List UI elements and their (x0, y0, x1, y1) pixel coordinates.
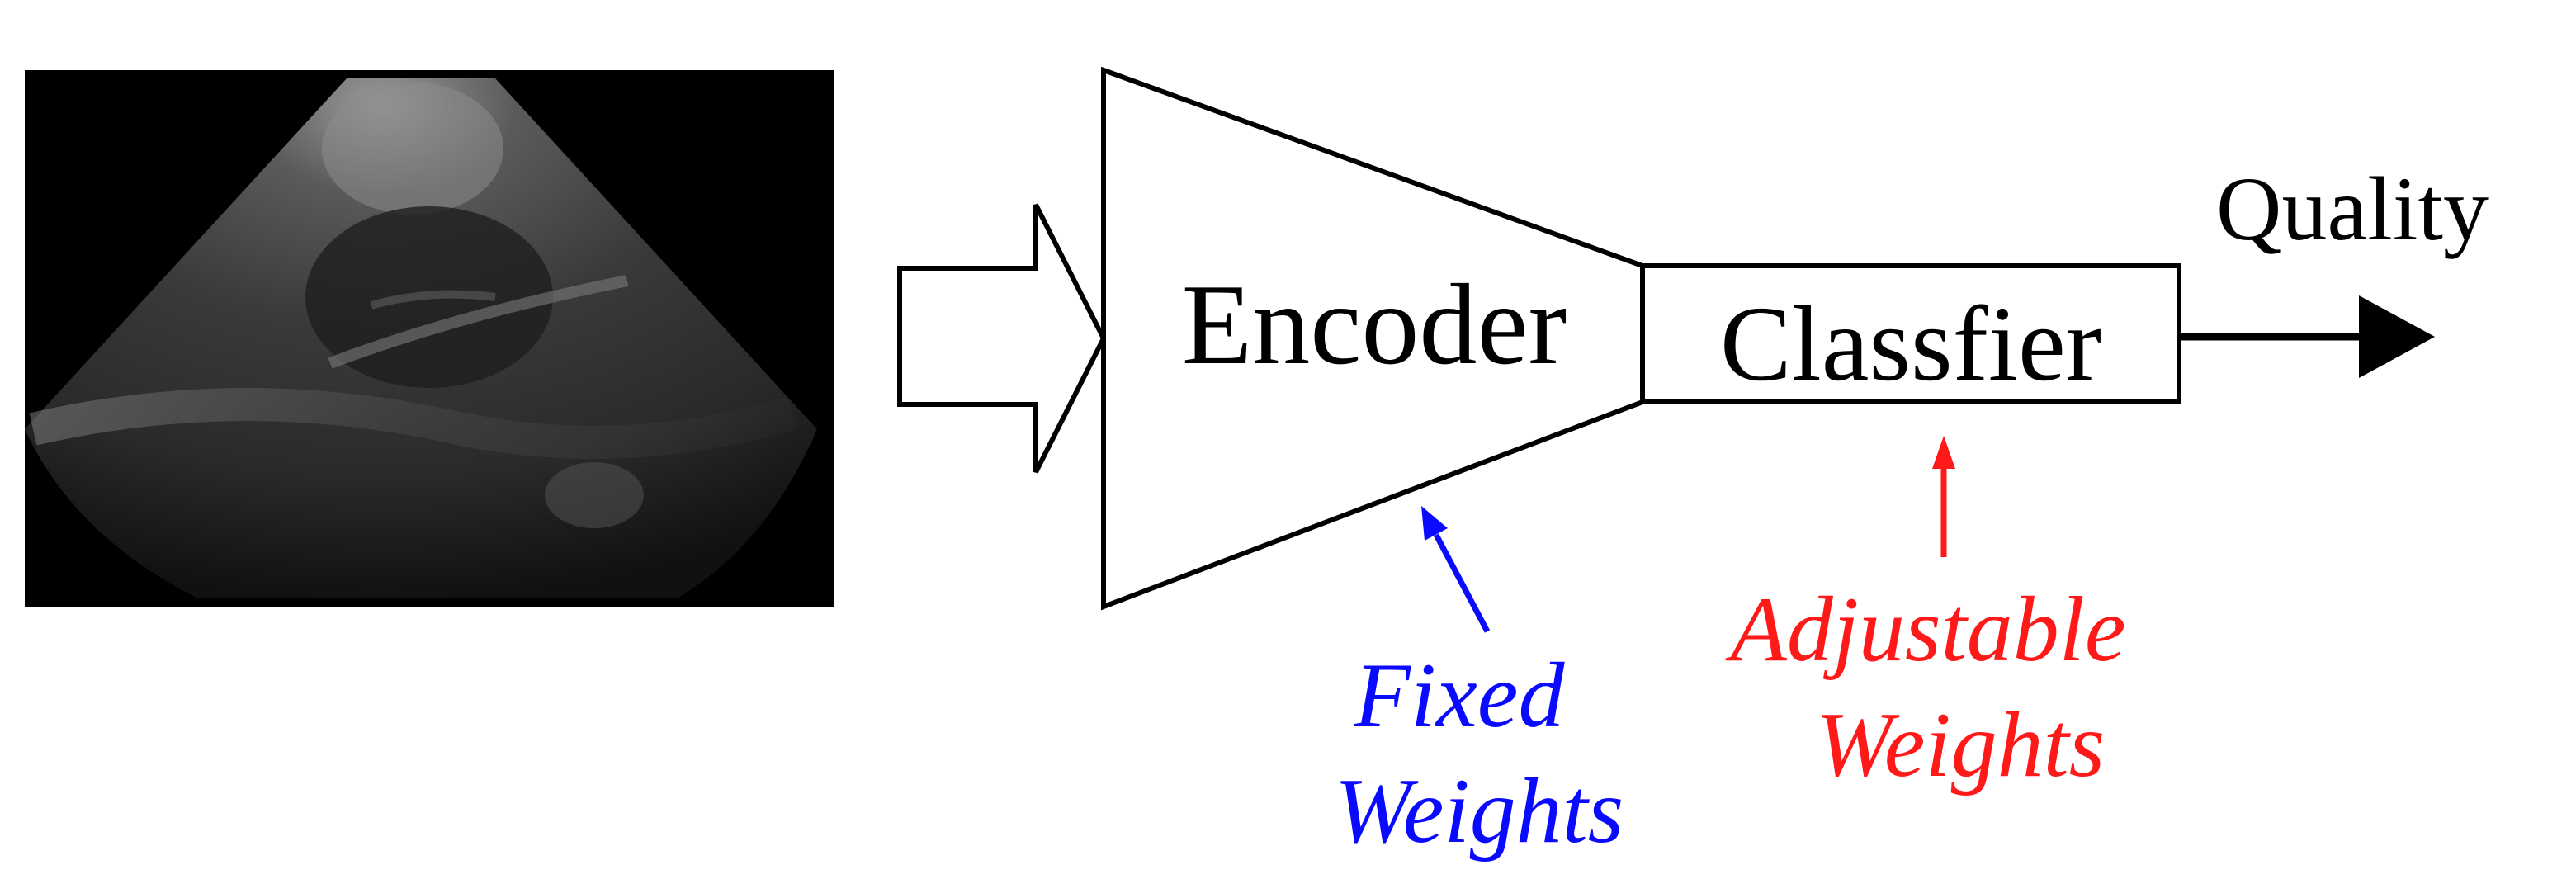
encoder-label: Encoder (1182, 261, 1567, 389)
output-arrowhead (2359, 295, 2435, 378)
quality-label: Quality (2216, 158, 2489, 259)
input-arrow (897, 203, 1107, 474)
adjustable-weights-label: Adjustable Weights (1724, 579, 2148, 796)
classifier-label: Classfier (1720, 285, 2101, 404)
fixed-weights-line-2: Weights (1335, 760, 1624, 862)
fixed-weights-label: Fixed Weights (1335, 645, 1624, 862)
fixed-weights-arrow-shaft (1433, 533, 1491, 633)
adjustable-weights-line-1: Adjustable (1724, 579, 2125, 681)
adjustable-weights-arrowhead (1932, 436, 1955, 469)
ultrasound-image (25, 70, 834, 607)
fixed-weights-arrowhead (1421, 506, 1448, 541)
adjustable-weights-line-2: Weights (1816, 694, 2106, 796)
fixed-weights-line-1: Fixed (1354, 645, 1566, 747)
